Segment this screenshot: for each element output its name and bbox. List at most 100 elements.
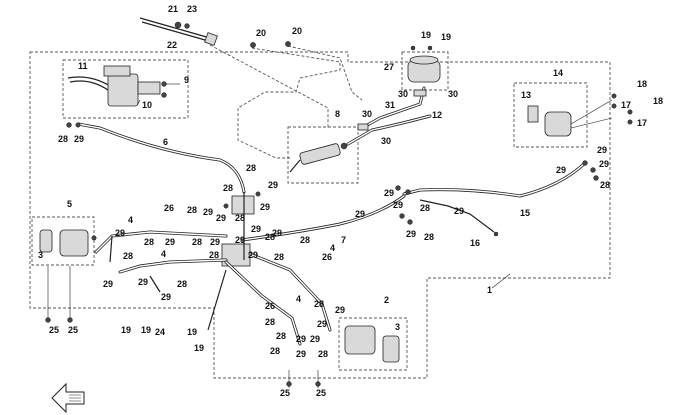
callout-28: 28 xyxy=(177,279,187,289)
callout-13: 13 xyxy=(521,90,531,100)
callout-29: 29 xyxy=(248,250,258,260)
callout-29: 29 xyxy=(310,334,320,344)
hose-16-end xyxy=(493,231,499,237)
callout-29: 29 xyxy=(556,165,566,175)
callout-4: 4 xyxy=(128,215,133,225)
callout-22: 22 xyxy=(167,40,177,50)
callout-30: 30 xyxy=(362,109,372,119)
callout-29: 29 xyxy=(296,334,306,344)
callout-10: 10 xyxy=(142,100,152,110)
rear-cylinder-pushrod xyxy=(289,159,301,173)
callout-15: 15 xyxy=(520,208,530,218)
callout-26: 26 xyxy=(164,203,174,213)
clevis-nut xyxy=(174,21,182,29)
callout-25: 25 xyxy=(49,325,59,335)
callout-29: 29 xyxy=(216,213,226,223)
master-cylinder-clamp xyxy=(137,81,161,95)
callout-28: 28 xyxy=(192,237,202,247)
leader-20-dashed xyxy=(237,47,341,159)
callout-26: 26 xyxy=(322,252,332,262)
switch-bolt-18b xyxy=(627,109,633,115)
callout-29: 29 xyxy=(115,228,125,238)
callout-29: 29 xyxy=(138,277,148,287)
fitting-28-right xyxy=(593,175,599,181)
callout-29: 29 xyxy=(393,200,403,210)
callout-29: 29 xyxy=(335,305,345,315)
bolt-20-right xyxy=(285,41,291,47)
callout-19: 19 xyxy=(441,32,451,42)
center-bolt-a xyxy=(223,203,229,209)
callout-29: 29 xyxy=(260,202,270,212)
callout-3: 3 xyxy=(395,322,400,332)
switch-bolt-17b xyxy=(627,119,633,125)
callout-18: 18 xyxy=(637,79,647,89)
callout-14: 14 xyxy=(553,68,563,78)
master-cylinder-body xyxy=(107,73,139,107)
callout-5: 5 xyxy=(67,199,72,209)
callout-28: 28 xyxy=(420,203,430,213)
switch-bolt-17a xyxy=(611,103,617,109)
callout-30: 30 xyxy=(381,136,391,146)
callout-29: 29 xyxy=(251,224,261,234)
callout-28: 28 xyxy=(265,232,275,242)
callout-30: 30 xyxy=(448,89,458,99)
callout-29: 29 xyxy=(161,292,171,302)
leader-20b-dashed xyxy=(287,45,363,101)
callout-28: 28 xyxy=(318,349,328,359)
callout-29: 29 xyxy=(272,228,282,238)
callout-28: 28 xyxy=(209,250,219,260)
fitting-28-mid xyxy=(407,219,413,225)
callout-29: 29 xyxy=(384,188,394,198)
callout-19: 19 xyxy=(194,343,204,353)
callout-28: 28 xyxy=(276,331,286,341)
callout-24: 24 xyxy=(155,327,165,337)
callout-29: 29 xyxy=(296,349,306,359)
callout-9: 9 xyxy=(184,75,189,85)
left-caliper-body xyxy=(59,229,89,257)
caliper-bolt-25c xyxy=(286,381,292,387)
callout-30: 30 xyxy=(398,89,408,99)
callout-4: 4 xyxy=(330,243,335,253)
callout-17: 17 xyxy=(637,118,647,128)
callout-28: 28 xyxy=(600,180,610,190)
callout-27: 27 xyxy=(384,62,394,72)
bolt-20-left xyxy=(250,42,256,48)
callout-18: 18 xyxy=(653,96,663,106)
rear-brake-pad xyxy=(382,335,400,363)
callout-29: 29 xyxy=(406,229,416,239)
caliper-bolt-25b xyxy=(67,317,73,323)
callout-23: 23 xyxy=(187,4,197,14)
pedal-clevis xyxy=(204,32,218,46)
callout-2: 2 xyxy=(384,295,389,305)
callout-29: 29 xyxy=(268,180,278,190)
left-line-b xyxy=(149,275,161,293)
callout-29: 29 xyxy=(355,209,365,219)
callout-28: 28 xyxy=(314,299,324,309)
callout-29: 29 xyxy=(597,145,607,155)
reservoir-screw-right xyxy=(427,45,433,51)
hose-clamp-30b xyxy=(357,123,369,131)
callout-28: 28 xyxy=(274,252,284,262)
callout-29: 29 xyxy=(165,237,175,247)
callout-25: 25 xyxy=(280,388,290,398)
fitting-29-mid-b xyxy=(405,189,411,195)
pedal-cylinder-group-box xyxy=(287,126,359,184)
callout-20: 20 xyxy=(256,28,266,38)
brake-line-16 xyxy=(419,199,495,233)
callout-29: 29 xyxy=(103,279,113,289)
left-caliper-group-box xyxy=(31,216,95,266)
caliper-bolt-25d xyxy=(315,381,321,387)
callout-21: 21 xyxy=(168,4,178,14)
callout-25: 25 xyxy=(316,388,326,398)
callout-12: 12 xyxy=(432,110,442,120)
master-cylinder-group-box xyxy=(62,59,189,119)
callout-28: 28 xyxy=(300,235,310,245)
callout-4: 4 xyxy=(296,294,301,304)
rear-line-c xyxy=(207,269,227,331)
brake-switch xyxy=(544,111,572,137)
callout-11: 11 xyxy=(78,61,88,71)
clamp-bolt-9b xyxy=(161,92,167,98)
